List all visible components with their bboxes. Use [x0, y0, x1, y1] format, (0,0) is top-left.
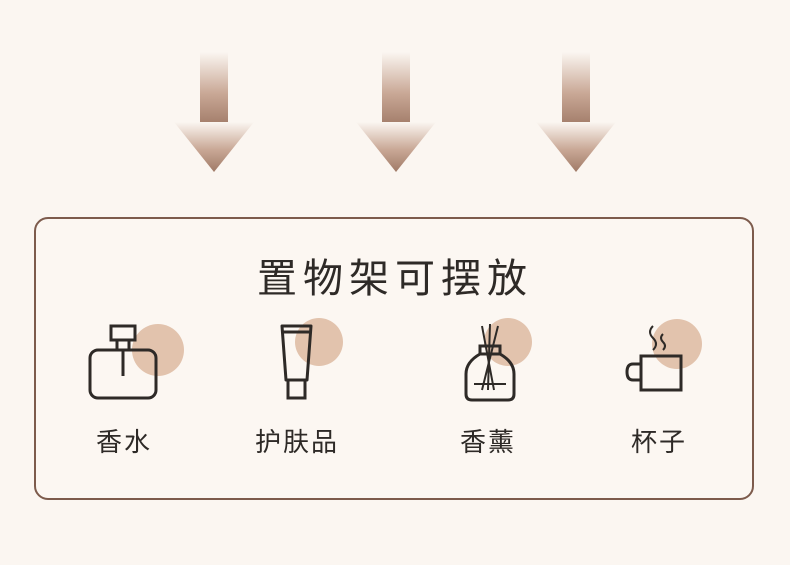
mug-icon [589, 318, 729, 408]
item-label: 护肤品 [254, 428, 339, 458]
item-reed-diffuser: 香薰 [418, 318, 558, 468]
item-mug: 杯子 [589, 318, 729, 468]
item-skincare: 护肤品 [227, 318, 367, 468]
reed-diffuser-icon [418, 318, 558, 408]
item-label: 香薰 [459, 428, 516, 458]
item-label: 香水 [95, 428, 152, 458]
skincare-tube-icon [227, 318, 367, 408]
item-perfume: 香水 [54, 318, 194, 468]
down-arrow-icon [174, 52, 254, 172]
item-label: 杯子 [630, 428, 687, 458]
perfume-bottle-icon [54, 318, 194, 408]
down-arrow-icon [536, 52, 616, 172]
card-title: 置物架可摆放 [257, 256, 533, 302]
down-arrow-icon [356, 52, 436, 172]
